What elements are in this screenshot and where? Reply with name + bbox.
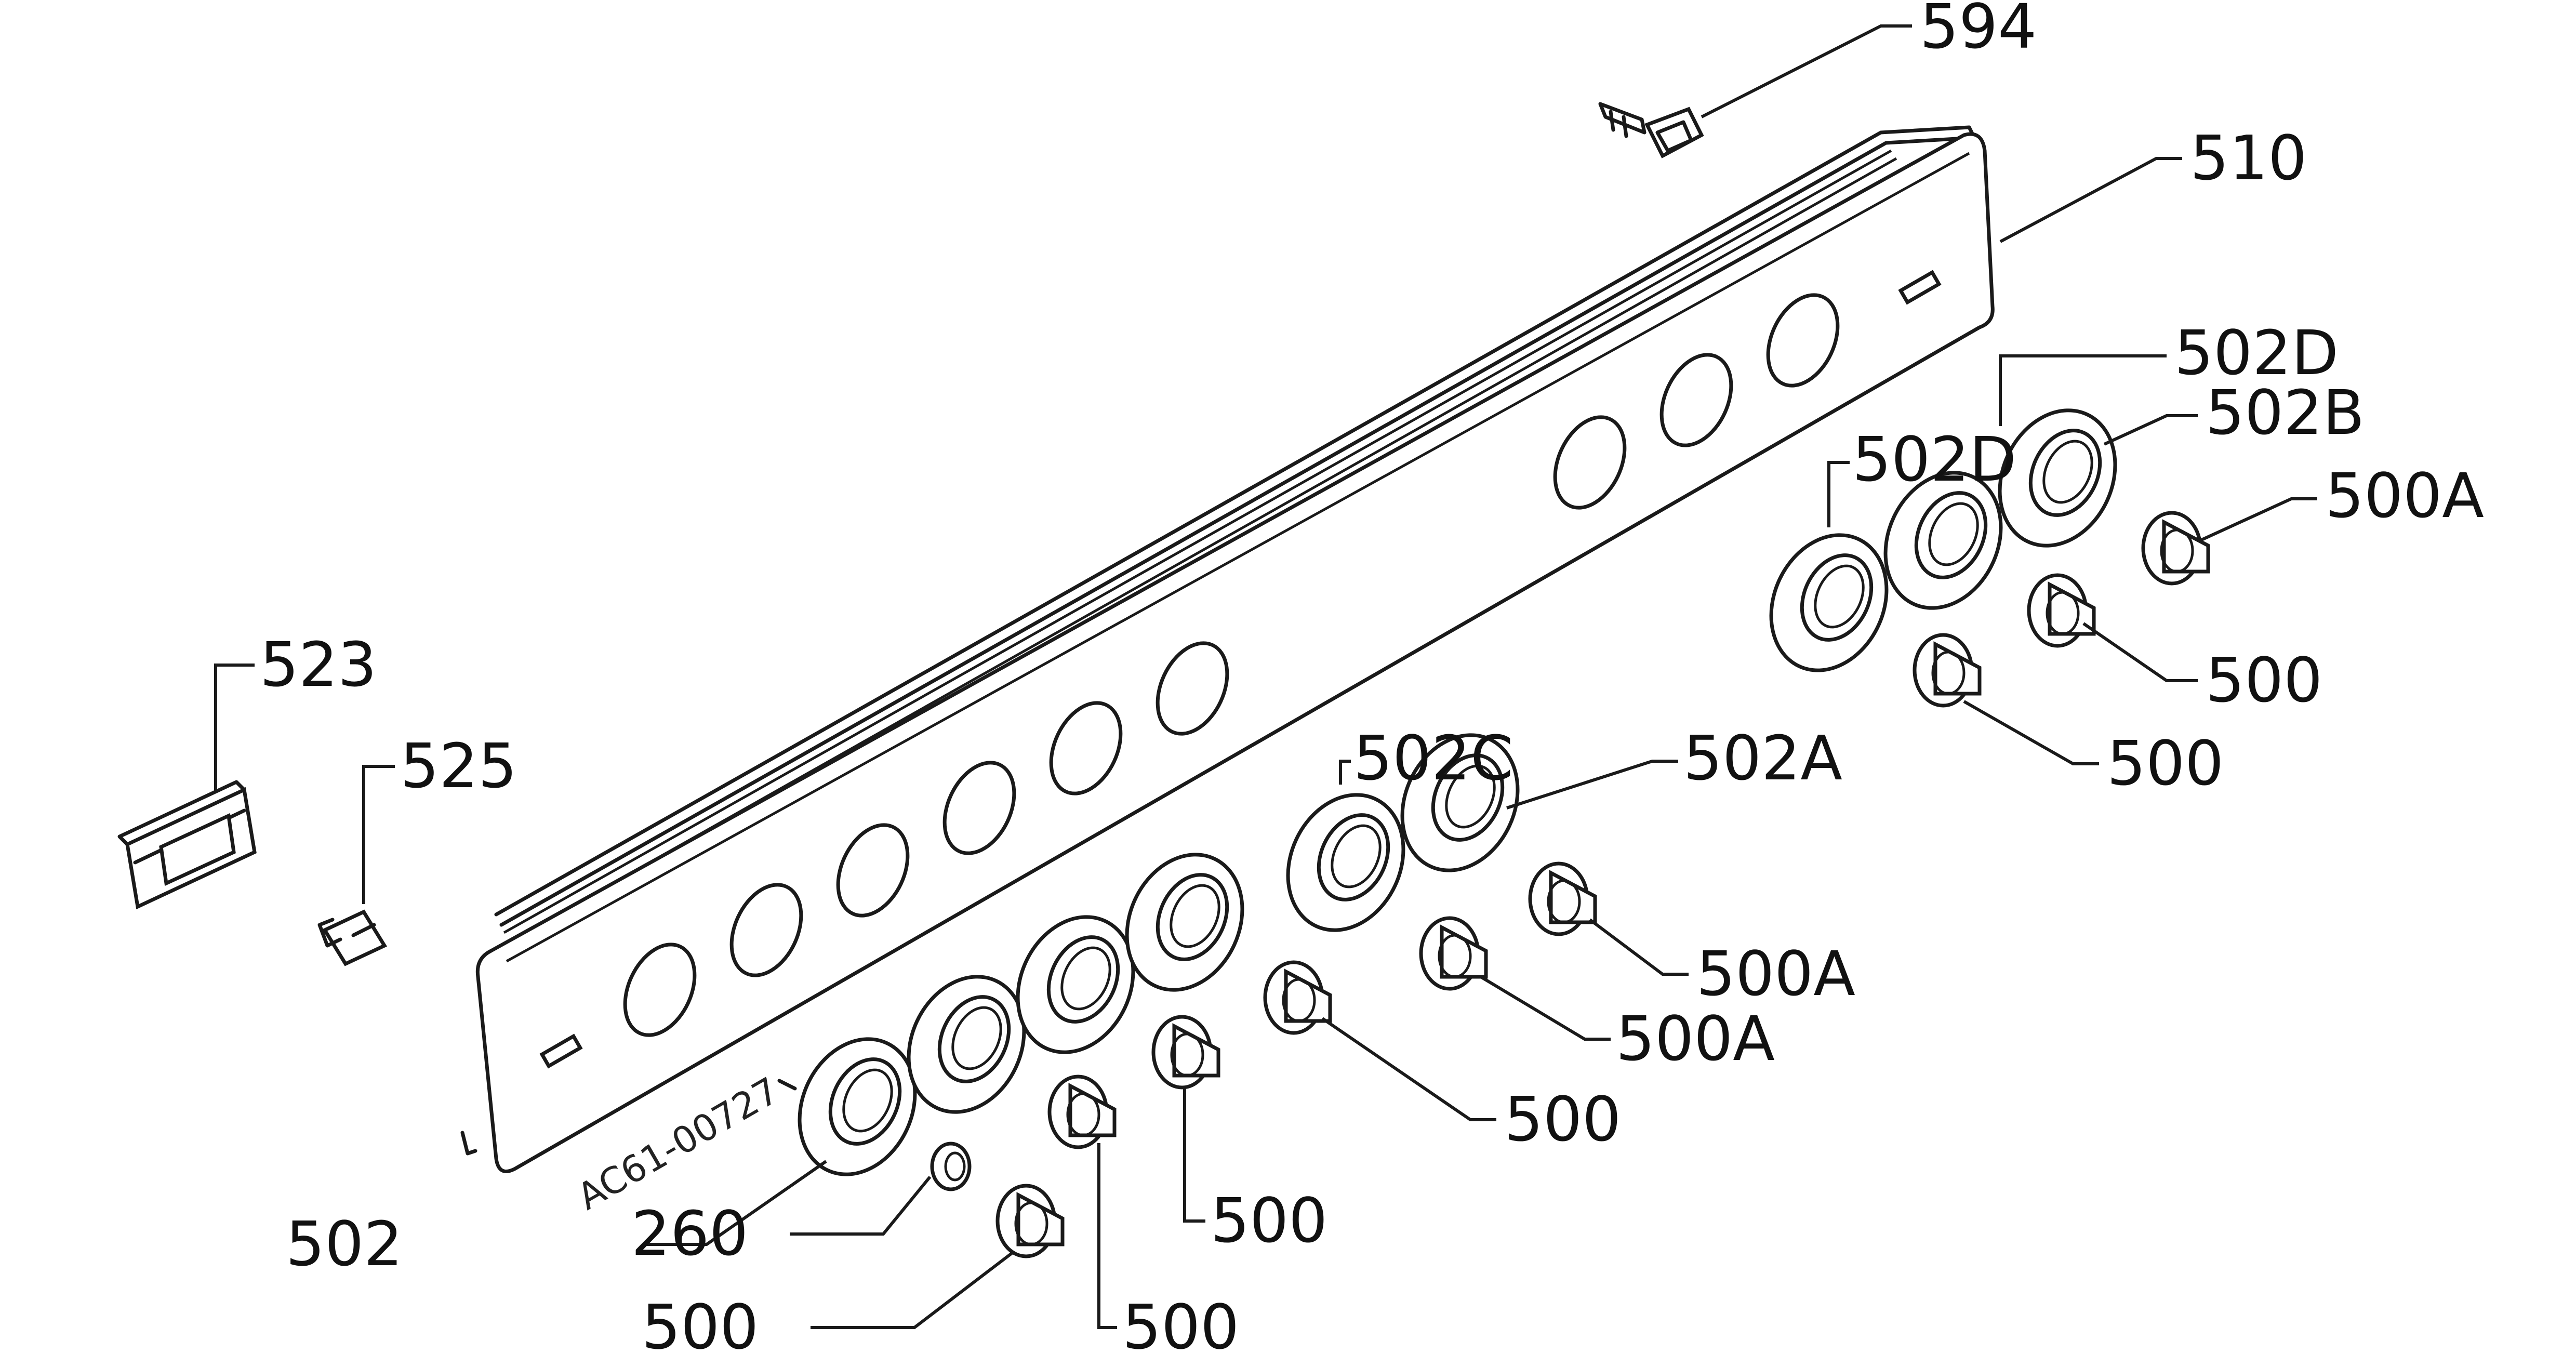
control-panel-510	[460, 125, 1995, 1173]
knob-500-mid	[1263, 960, 1332, 1035]
callout-594: 594	[1920, 0, 2037, 62]
knob-500a-mid2	[1419, 916, 1488, 991]
callout-525: 525	[400, 730, 517, 802]
bezel-502a	[1400, 733, 1520, 872]
part-523-switch-frame	[117, 664, 257, 910]
bezel-502-2	[907, 975, 1026, 1114]
bezel-502-4	[1125, 853, 1244, 992]
bezel-group-left	[798, 733, 1520, 1176]
knob-500-bottom-left	[995, 1184, 1065, 1258]
knob-500a-mid1	[1528, 861, 1597, 936]
callout-502a: 502A	[1683, 722, 1842, 794]
knob-500a-right	[2141, 511, 2210, 586]
part-260-spacer	[930, 1142, 972, 1191]
callout-500-right2: 500	[2107, 727, 2224, 799]
leader-lines	[644, 157, 2317, 1329]
knob-500-lower	[1151, 1015, 1220, 1090]
knob-500-right2	[1913, 633, 1982, 708]
bezel-502c	[1286, 793, 1405, 932]
callout-500a-mid1: 500A	[1696, 938, 1855, 1010]
bezel-502d-right	[1883, 471, 2003, 610]
bezel-502b	[1998, 408, 2117, 548]
callout-502d-mid: 502D	[1852, 423, 2016, 495]
callout-523: 523	[260, 629, 377, 700]
callout-502d-top: 502D	[2174, 317, 2339, 389]
knob-group	[930, 511, 2210, 1258]
callout-500a-right: 500A	[2325, 460, 2484, 532]
bezel-502-3	[1016, 915, 1135, 1054]
callout-502: 502	[286, 1208, 403, 1280]
callout-500a-mid2: 500A	[1616, 1003, 1775, 1075]
callout-260: 260	[631, 1198, 748, 1269]
part-525-switch	[317, 765, 395, 966]
knob-500-right1	[2027, 573, 2096, 648]
callout-500-bottom: 500	[1122, 1291, 1239, 1353]
callout-510: 510	[2190, 122, 2307, 194]
callout-500-bottom-left: 500	[642, 1291, 759, 1353]
callout-500-mid: 500	[1504, 1083, 1621, 1155]
bezel-group-right	[1769, 408, 2117, 672]
callout-labels: 594 510 502D 502D 502B 500A 500 500 523 …	[260, 0, 2484, 1353]
bezel-502-1	[798, 1037, 917, 1176]
knob-500-bottom	[1047, 1075, 1117, 1149]
callout-500-right1: 500	[2206, 644, 2322, 716]
callout-500-lower: 500	[1211, 1185, 1327, 1256]
part-594-bracket	[1598, 24, 1912, 158]
callout-502b: 502B	[2206, 377, 2365, 448]
callout-502c: 502C	[1353, 722, 1513, 794]
bezel-502d-left	[1769, 533, 1889, 672]
